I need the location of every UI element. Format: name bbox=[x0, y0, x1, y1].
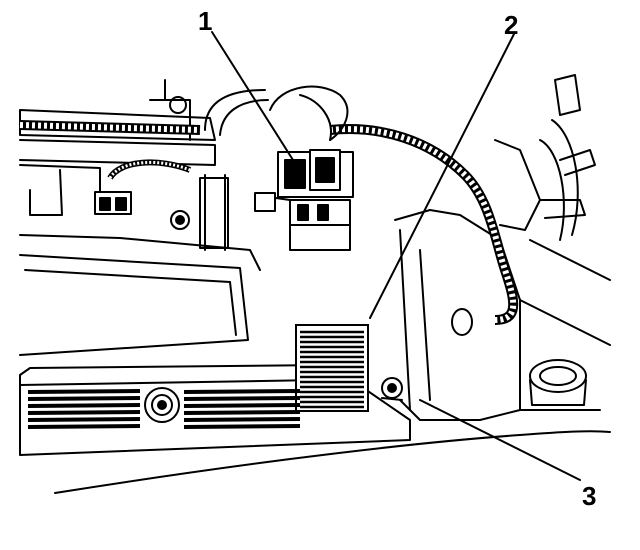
cover-slat bbox=[27, 424, 141, 429]
wiring-harness bbox=[19, 120, 519, 325]
leader-lines bbox=[211, 31, 581, 481]
cover-slat bbox=[27, 410, 141, 415]
left-sensor bbox=[94, 191, 190, 230]
cover-slat bbox=[27, 389, 141, 394]
callout-2: 2 bbox=[504, 10, 518, 40]
cover-slat bbox=[183, 417, 301, 422]
coil-cover-slats bbox=[27, 389, 301, 429]
vent-grille bbox=[295, 324, 369, 412]
cover-slat bbox=[183, 389, 301, 394]
cover-slat bbox=[183, 396, 301, 401]
callout-3: 3 bbox=[582, 481, 596, 511]
mounting-bolt bbox=[381, 377, 403, 401]
engine-outline bbox=[19, 74, 611, 494]
cover-slat bbox=[27, 417, 141, 422]
cover-slat bbox=[27, 403, 141, 408]
callout-1: 1 bbox=[198, 6, 212, 36]
cover-slat bbox=[183, 410, 301, 415]
cover-slat bbox=[27, 396, 141, 401]
cover-slat bbox=[183, 403, 301, 408]
electrical-connector bbox=[254, 85, 354, 251]
cover-bolt bbox=[144, 387, 180, 423]
cover-slat bbox=[183, 424, 301, 429]
